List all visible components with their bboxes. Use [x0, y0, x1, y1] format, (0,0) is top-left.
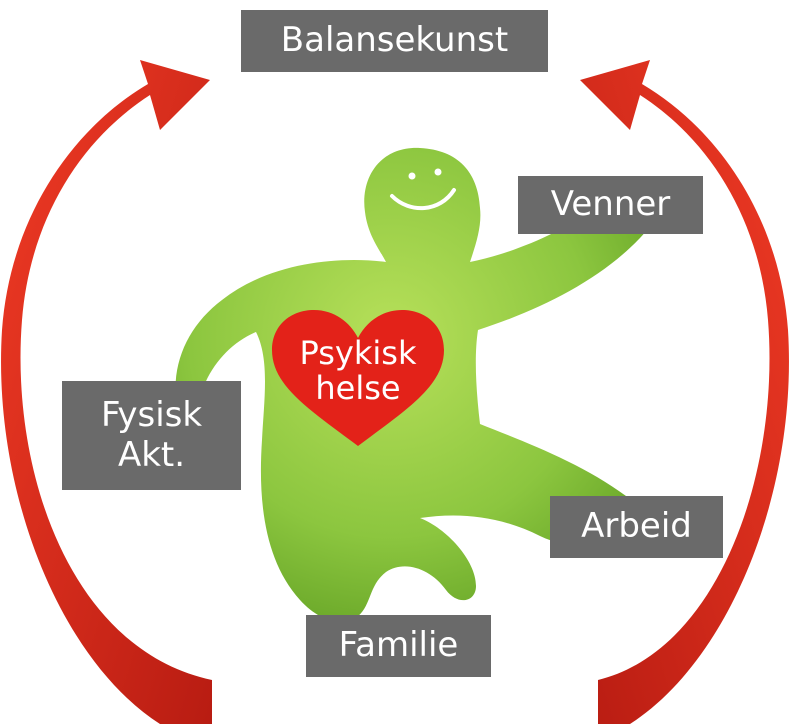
right-curved-arrow-icon — [580, 60, 789, 724]
label-balansekunst: Balansekunst — [241, 10, 548, 72]
heart-label: Psykisk helse — [299, 334, 417, 408]
label-venner: Venner — [518, 176, 703, 234]
label-familie: Familie — [306, 615, 491, 677]
label-fysisk-akt: Fysisk Akt. — [62, 381, 241, 490]
label-arbeid: Arbeid — [550, 496, 723, 558]
left-curved-arrow-icon — [1, 60, 213, 724]
heart-icon — [272, 310, 444, 446]
